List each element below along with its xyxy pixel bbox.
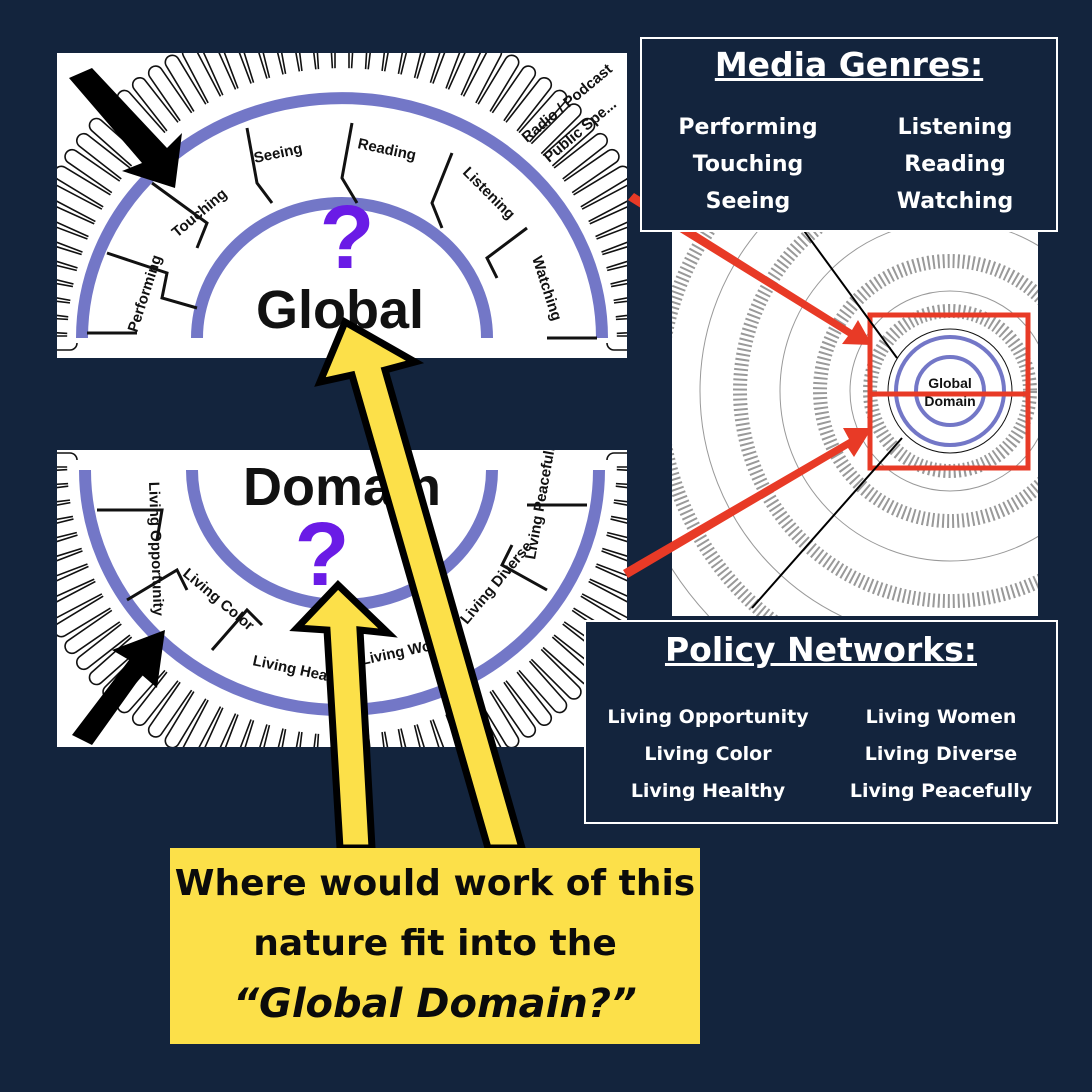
media-genre-item: Listening	[897, 115, 1013, 140]
arrow-icon	[69, 68, 182, 188]
media-genre-item: Touching	[692, 152, 804, 177]
question-callout: Where would work of this nature fit into…	[170, 848, 700, 1044]
policy-network-item: Living Healthy	[630, 780, 786, 802]
inner-ring	[191, 197, 493, 339]
media-genre-item: Seeing	[705, 189, 791, 214]
policy-networks-right-column: Living Women Living Diverse Living Peace…	[830, 699, 1052, 810]
outer-ring	[76, 92, 608, 339]
red-arrow-icon	[623, 428, 872, 578]
media-genres-title: Media Genres:	[714, 45, 984, 84]
question-mark-icon: ?	[320, 188, 375, 288]
network-label-opportunity: Living Opportunity	[145, 482, 167, 617]
global-diagram: Performing Touching Seeing Reading Liste…	[57, 53, 627, 351]
media-genre-item: Watching	[896, 189, 1014, 214]
policy-network-item: Living Opportunity	[607, 706, 809, 728]
policy-network-item: Living Peacefully	[849, 780, 1033, 802]
policy-network-item: Living Women	[865, 706, 1017, 728]
petal-ring	[57, 53, 627, 351]
policy-networks-title: Policy Networks:	[664, 630, 978, 669]
wheel-thumbnail: Global Domain	[672, 228, 1038, 616]
media-genres-right-column: Listening Reading Watching	[870, 109, 1040, 220]
arrow-icon	[72, 630, 165, 745]
media-genres-box: Media Genres: Performing Touching Seeing…	[640, 37, 1058, 232]
media-genre-item: Reading	[904, 152, 1006, 177]
media-genres-left-column: Performing Touching Seeing	[668, 109, 828, 220]
wheel-center-global: Global	[928, 375, 972, 391]
policy-networks-box: Policy Networks: Living Opportunity Livi…	[584, 620, 1058, 824]
policy-network-item: Living Diverse	[864, 743, 1018, 765]
policy-network-item: Living Color	[644, 743, 772, 765]
wheel-center-domain: Domain	[924, 393, 975, 409]
yellow-arrow-icon	[314, 316, 527, 852]
media-genre-item: Performing	[678, 115, 818, 140]
yellow-arrow-icon	[289, 580, 398, 852]
callout-line-2: nature fit into the	[253, 923, 617, 964]
callout-line-1: Where would work of this	[174, 863, 696, 904]
callout-line-3: “Global Domain?”	[233, 981, 637, 1027]
global-diagram-panel: Performing Touching Seeing Reading Liste…	[57, 53, 627, 358]
wheel-graphic: Global Domain	[672, 228, 1038, 616]
policy-networks-left-column: Living Opportunity Living Color Living H…	[590, 699, 826, 810]
